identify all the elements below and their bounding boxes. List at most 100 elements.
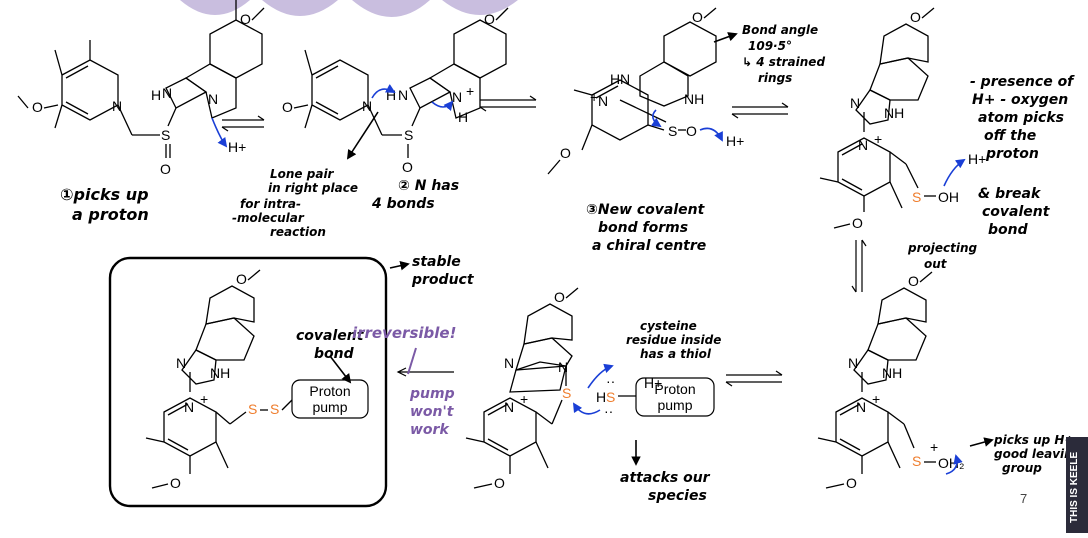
product-box: N + O S S Proton pump N NH O bbox=[108, 256, 410, 508]
atom-plus: + bbox=[200, 391, 208, 407]
atom-n: N bbox=[858, 137, 868, 153]
atom-o: O bbox=[686, 123, 697, 139]
svg-text:bond: bond bbox=[988, 222, 1029, 238]
equilibrium-arrow-4 bbox=[851, 239, 867, 293]
atom-n: N bbox=[848, 355, 858, 371]
molecule-6: N + O S N N O H S ·· ·· Proton pump H+ bbox=[465, 287, 715, 491]
atom-s: S bbox=[404, 127, 413, 143]
svg-text:covalent: covalent bbox=[982, 204, 1051, 220]
h-plus: H+ bbox=[726, 133, 744, 149]
atom-o: O bbox=[32, 99, 43, 115]
atom-o: O bbox=[494, 475, 505, 491]
atom-o: O bbox=[852, 215, 863, 231]
svg-text:Lone pair: Lone pair bbox=[270, 167, 335, 181]
atom-n: N bbox=[398, 87, 408, 103]
annotation-oxygen: - presence of H+ - oxygen atom picks off… bbox=[970, 74, 1075, 162]
atom-o: O bbox=[240, 11, 251, 27]
atom-s: S bbox=[912, 453, 921, 469]
svg-text:has a thiol: has a thiol bbox=[640, 347, 712, 361]
atom-o: O bbox=[236, 271, 247, 287]
svg-text:-molecular: -molecular bbox=[232, 211, 305, 225]
atom-plus: + bbox=[520, 391, 528, 407]
svg-text:picks up H+ -: picks up H+ - bbox=[993, 433, 1084, 447]
proton-pump-label-2: pump bbox=[657, 397, 692, 413]
atom-n: NH bbox=[684, 91, 704, 107]
svg-text:H+ - oxygen: H+ - oxygen bbox=[972, 92, 1068, 108]
svg-text:↳ 4 strained: ↳ 4 strained bbox=[742, 55, 825, 69]
atom-n: N bbox=[504, 399, 514, 415]
atom-o: O bbox=[910, 9, 921, 25]
svg-text:group: group bbox=[1002, 461, 1042, 475]
atom-n: N bbox=[184, 399, 194, 415]
atom-n: N bbox=[452, 89, 462, 105]
atom-plus: + bbox=[872, 391, 880, 407]
svg-text:attacks our: attacks our bbox=[620, 470, 711, 486]
atom-s: S bbox=[668, 123, 677, 139]
svg-text:& break: & break bbox=[978, 186, 1042, 202]
atom-plus: + bbox=[466, 83, 474, 99]
svg-text:good leaving: good leaving bbox=[994, 447, 1082, 461]
h-plus: H+ bbox=[228, 139, 246, 155]
annotation-step2: ② N has 4 bonds bbox=[371, 178, 459, 212]
atom-n: N bbox=[112, 98, 122, 114]
svg-text:bond forms: bond forms bbox=[598, 220, 688, 236]
atom-lone: ·· bbox=[606, 373, 615, 389]
atom-h: H bbox=[151, 87, 161, 103]
atom-s: S bbox=[912, 189, 921, 205]
atom-n: N bbox=[504, 355, 514, 371]
molecule-4: N + O S OH H+ N NH O bbox=[819, 7, 986, 231]
atom-n: N bbox=[176, 355, 186, 371]
irreversible-arrow bbox=[407, 347, 417, 375]
atom-n: N bbox=[598, 93, 608, 109]
svg-text:projecting: projecting bbox=[907, 241, 978, 255]
atom-s: S bbox=[606, 389, 615, 405]
svg-text:for intra-: for intra- bbox=[240, 197, 301, 211]
atom-h: H bbox=[458, 109, 468, 125]
svg-text:reaction: reaction bbox=[270, 225, 326, 239]
svg-text:product: product bbox=[411, 272, 475, 288]
svg-text:stable: stable bbox=[412, 254, 461, 270]
atom-o: O bbox=[846, 475, 857, 491]
atom-n: N bbox=[856, 399, 866, 415]
atom-s: S bbox=[270, 401, 279, 417]
annotation-covalent-bond: covalent bond bbox=[296, 328, 365, 362]
atom-n: N bbox=[558, 359, 568, 375]
annotation-break: & break covalent bond bbox=[978, 186, 1051, 238]
atom-lone: ·· bbox=[604, 403, 613, 419]
svg-text:in right place: in right place bbox=[268, 181, 358, 195]
atom-nh: NH bbox=[882, 365, 902, 381]
keele-brand-text: THIS IS KEELE bbox=[1069, 451, 1080, 523]
svg-text:③New covalent: ③New covalent bbox=[586, 202, 706, 218]
svg-text:a proton: a proton bbox=[72, 205, 149, 224]
svg-text:①picks up: ①picks up bbox=[60, 185, 149, 204]
molecule-2: N O S O N H N + H O bbox=[282, 7, 509, 175]
svg-text:won't: won't bbox=[410, 404, 455, 420]
atom-n: N bbox=[850, 95, 860, 111]
atom-plus: + bbox=[590, 89, 598, 105]
atom-o: O bbox=[908, 273, 919, 289]
svg-text:species: species bbox=[648, 488, 707, 504]
svg-text:off the: off the bbox=[984, 128, 1036, 144]
atom-hs: H bbox=[596, 389, 606, 405]
reaction-arrow-product bbox=[396, 367, 454, 377]
atom-o: O bbox=[170, 475, 181, 491]
atom-o: O bbox=[554, 289, 565, 305]
annotation-attacks: attacks our species bbox=[620, 470, 711, 504]
annotation-pump-wont-work: pump won't work bbox=[409, 386, 455, 438]
proton-pump-label-2: pump bbox=[312, 399, 347, 415]
svg-text:a chiral centre: a chiral centre bbox=[592, 238, 706, 254]
svg-text:rings: rings bbox=[758, 71, 792, 85]
atom-o: O bbox=[692, 9, 703, 25]
atom-oh2: OH₂ bbox=[938, 455, 964, 471]
page-number: 7 bbox=[1020, 491, 1028, 506]
annotation-step1: ①picks up a proton bbox=[60, 185, 149, 224]
svg-text:bond: bond bbox=[314, 346, 355, 362]
atom-o: O bbox=[160, 161, 171, 177]
annotation-bond-angle: Bond angle 109·5° ↳ 4 strained rings bbox=[742, 23, 825, 85]
equilibrium-arrow-2 bbox=[479, 95, 537, 112]
atom-plus: + bbox=[874, 131, 882, 147]
atom-o: O bbox=[484, 11, 495, 27]
atom-s: S bbox=[562, 385, 571, 401]
